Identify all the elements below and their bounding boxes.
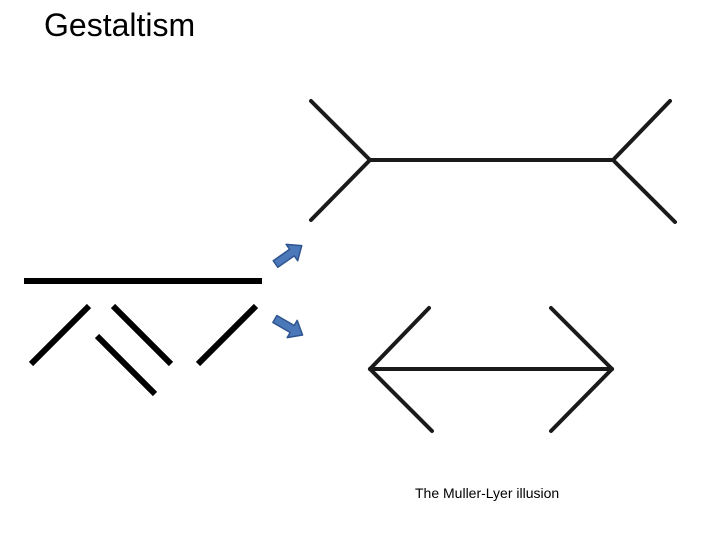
figure-top-fin-right-upper xyxy=(611,99,672,162)
slide-title: Gestaltism xyxy=(44,7,196,43)
diagonal-piece-1 xyxy=(28,303,92,367)
figure-bottom-fin-right-upper xyxy=(549,306,614,371)
figure-bottom-fin-left-lower xyxy=(368,367,434,433)
diagonal-piece-4 xyxy=(195,303,259,367)
illusion-figure-fins-in xyxy=(368,306,614,433)
figure-top-fin-right-lower xyxy=(611,158,677,224)
figure-caption: The Muller-Lyer illusion xyxy=(415,485,560,501)
down-right-arrow-icon xyxy=(272,314,304,339)
diagonal-piece-3 xyxy=(94,333,158,397)
up-right-arrow-icon xyxy=(272,243,303,269)
figure-bottom-fin-right-lower xyxy=(549,367,614,433)
figure-bottom-fin-left-upper xyxy=(368,306,431,371)
diagonal-piece-2 xyxy=(110,303,174,367)
figure-top-fin-left-upper xyxy=(309,99,372,162)
component-pieces xyxy=(24,278,262,397)
figure-top-fin-left-lower xyxy=(309,158,372,222)
illusion-figure-fins-out xyxy=(309,99,677,224)
